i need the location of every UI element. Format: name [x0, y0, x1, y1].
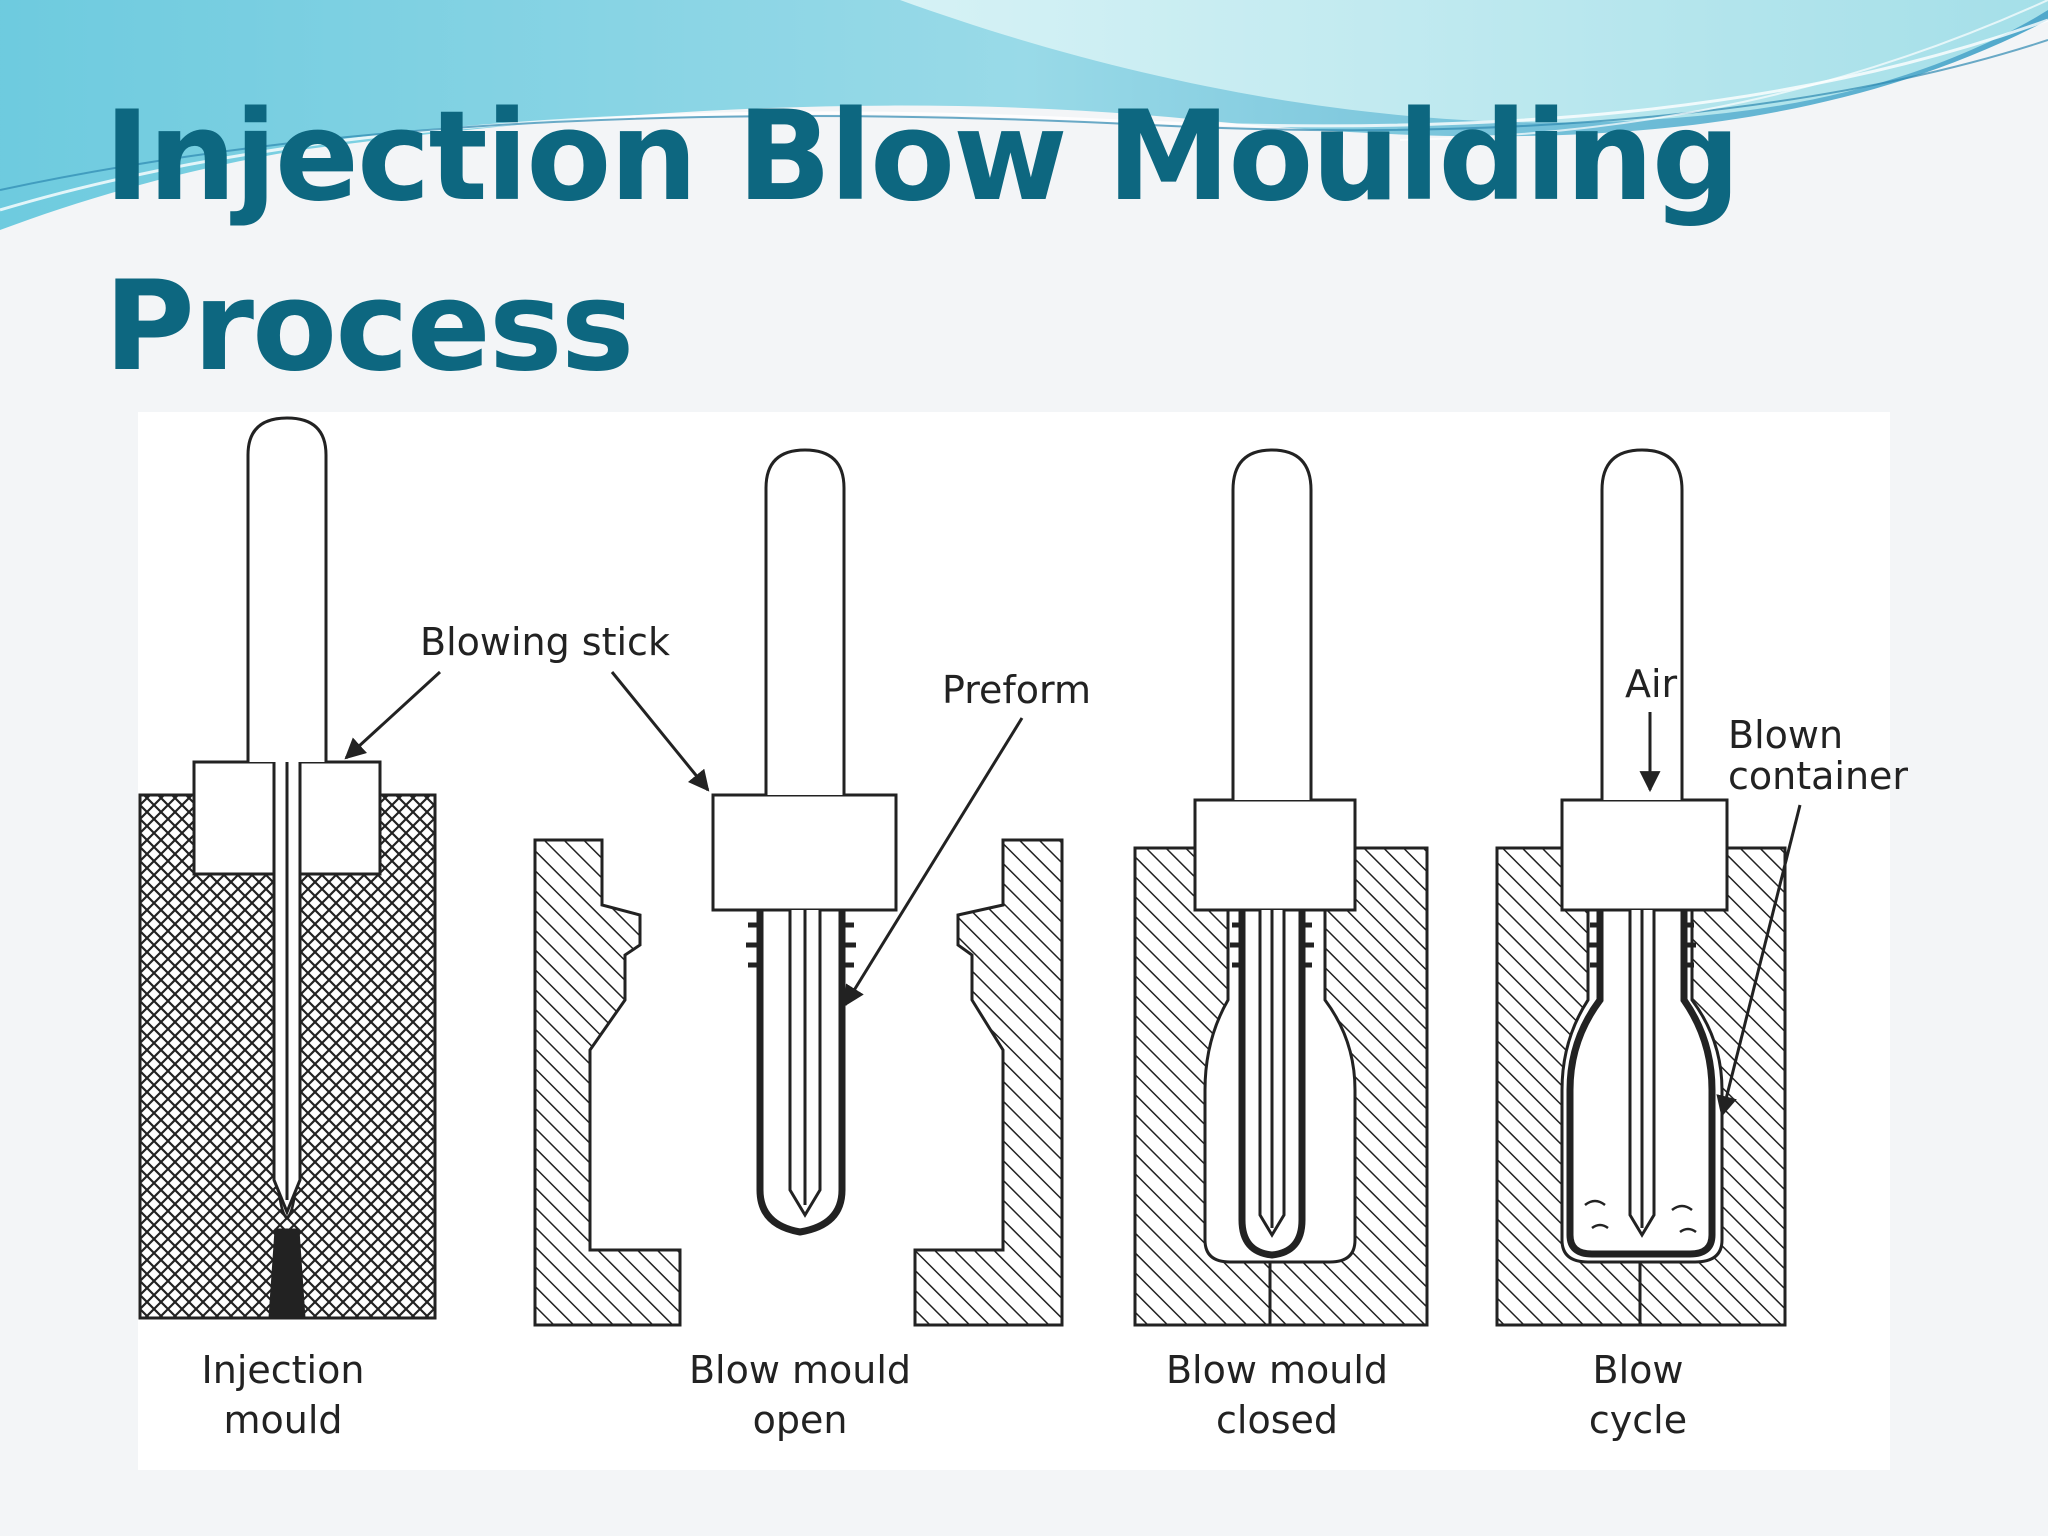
- blowing-stick-arrow-1: [344, 670, 442, 760]
- stage-4-caption-line2: cycle: [1589, 1398, 1687, 1442]
- preform-arrow: [843, 717, 1024, 1007]
- stage-3-caption-line2: closed: [1216, 1398, 1338, 1442]
- blow-mould-left-half: [533, 838, 682, 1327]
- blow-mould-open-stage: [533, 448, 1064, 1327]
- callout-arrows: [344, 670, 1802, 1118]
- stage-1-caption-line2: mould: [223, 1398, 342, 1442]
- blown-container-arrow: [1716, 804, 1802, 1118]
- title-line-2: Process: [104, 255, 634, 399]
- stage-3-caption-line1: Blow mould: [1166, 1348, 1388, 1392]
- slide-title: Injection Blow Moulding Process: [104, 72, 1741, 412]
- blowing-stick-4: [1600, 448, 1684, 800]
- injection-mould-stage: [138, 416, 437, 1320]
- preform-2: [756, 910, 846, 1236]
- blowing-stick-arrow-2: [610, 671, 710, 792]
- blown-container: [1566, 910, 1716, 1258]
- stage-2-caption-line1: Blow mould: [689, 1348, 911, 1392]
- preform-3: [1238, 910, 1306, 1259]
- blowing-stick-2: [764, 448, 846, 795]
- air-label: Air: [1625, 662, 1678, 706]
- blowing-stick-label: Blowing stick: [420, 620, 670, 664]
- stage-1-caption-line1: Injection: [202, 1348, 365, 1392]
- stage-4-caption-line1: Blow: [1593, 1348, 1684, 1392]
- blow-mould-right-half: [913, 838, 1064, 1327]
- stage-2-caption-line2: open: [753, 1398, 848, 1442]
- blow-mould-closed-stage: [1133, 448, 1429, 1327]
- blowing-stick-3: [1231, 448, 1313, 800]
- blown-container-label-line1: Blown: [1728, 713, 1843, 757]
- blowing-stick-1: [246, 416, 328, 762]
- preform-label: Preform: [942, 668, 1091, 712]
- blow-cycle-stage: [1495, 448, 1787, 1327]
- title-line-1: Injection Blow Moulding: [104, 85, 1741, 229]
- blown-container-label-line2: container: [1728, 754, 1908, 798]
- header-wave: [0, 0, 2048, 230]
